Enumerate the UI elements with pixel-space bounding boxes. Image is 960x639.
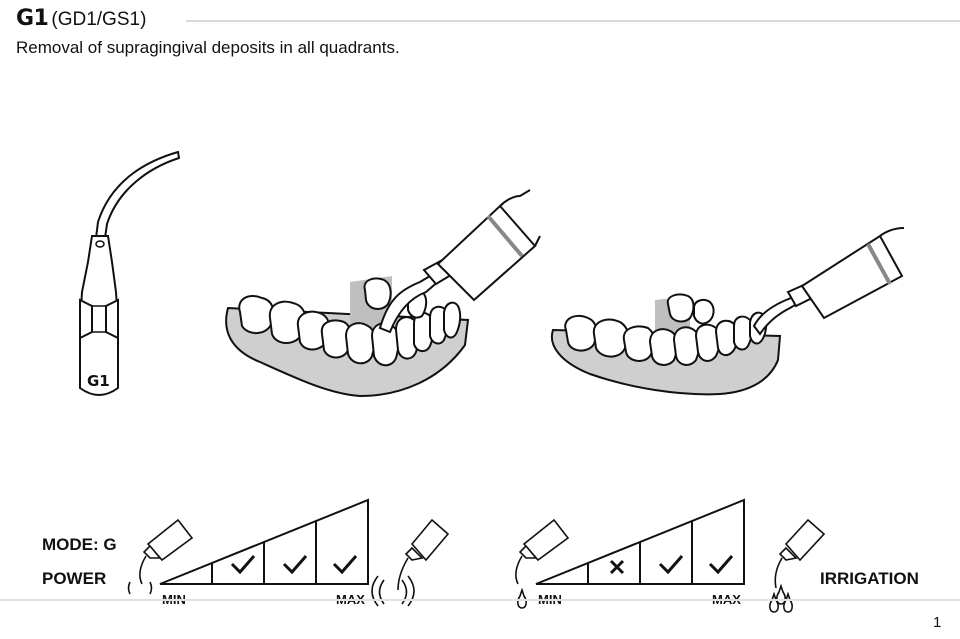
tip-title: G1 (GD1/GS1) <box>16 6 146 36</box>
bottom-rule <box>0 599 960 601</box>
irrigation-scale <box>535 498 745 585</box>
irrigation-level-2-check-icon <box>658 555 684 575</box>
page-number: 1 <box>933 614 942 631</box>
power-level-1-check-icon <box>230 555 256 575</box>
irrigation-max-handpiece-icon <box>769 518 826 613</box>
tip-code: G1 <box>16 6 49 31</box>
power-level-3-check-icon <box>332 555 358 575</box>
irrigation-label: IRRIGATION <box>820 569 919 588</box>
mode-label: MODE: G <box>42 535 117 554</box>
irrigation-level-3-check-icon <box>708 555 734 575</box>
jaw-illustration-front <box>225 189 541 398</box>
power-max-handpiece-icon <box>371 518 450 607</box>
tip-description: Removal of supragingival deposits in all… <box>16 38 400 57</box>
power-scale <box>159 498 369 585</box>
title-rule <box>186 20 960 22</box>
jaw-illustration-side <box>550 227 905 396</box>
scaler-tip-illustration <box>79 150 181 396</box>
power-label: POWER <box>42 569 107 588</box>
tip-variants: (GD1/GS1) <box>51 9 147 30</box>
tip-engraving: G1 <box>87 372 110 390</box>
power-level-2-check-icon <box>282 555 308 575</box>
power-min-handpiece-icon <box>127 518 194 595</box>
irrigation-level-1-cross-icon <box>609 559 625 575</box>
